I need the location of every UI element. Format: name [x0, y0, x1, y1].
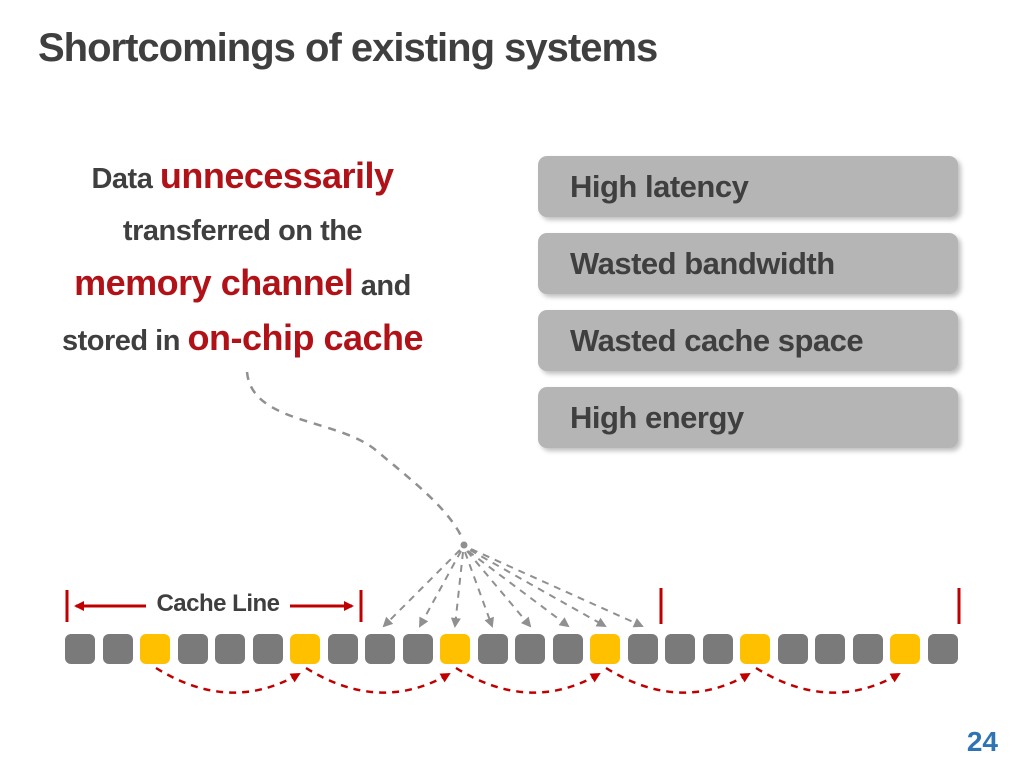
- memory-block: [815, 634, 845, 664]
- page-number: 24: [966, 726, 998, 757]
- memory-block: [552, 634, 583, 664]
- message-line-3: memory channel and: [20, 257, 465, 312]
- message-text: Data: [91, 163, 160, 195]
- message-emphasis: memory channel: [74, 262, 354, 303]
- memory-block: [327, 634, 358, 664]
- memory-block-requested: [890, 634, 920, 664]
- memory-block-requested: [740, 634, 770, 664]
- memory-block: [252, 634, 283, 664]
- memory-block-requested: [140, 634, 170, 664]
- shortcoming-box-wasted-cache-space: Wasted cache space: [538, 310, 958, 371]
- memory-block: [665, 634, 695, 664]
- shortcoming-box-high-energy: High energy: [538, 387, 958, 448]
- fan-origin-dot: [460, 541, 468, 549]
- message-emphasis: unnecessarily: [159, 155, 394, 196]
- message-line-1: Data unnecessarily: [20, 150, 465, 205]
- stride-arcs: [155, 666, 901, 694]
- fan-arrows: [382, 548, 644, 628]
- memory-block: [177, 634, 208, 664]
- memory-block: [777, 634, 808, 664]
- message-text: stored in: [61, 325, 188, 357]
- memory-block: [102, 634, 133, 664]
- memory-block: [402, 634, 433, 664]
- cache-line-label: Cache Line: [156, 590, 280, 617]
- slide-title: Shortcomings of existing systems: [38, 26, 658, 70]
- memory-block: [477, 634, 508, 664]
- memory-block: [852, 634, 883, 664]
- message-line-2: transferred on the: [20, 205, 465, 257]
- message-emphasis: on-chip cache: [187, 317, 424, 358]
- dashed-pointer-curve: [245, 371, 465, 541]
- memory-block: [627, 634, 658, 664]
- memory-block: [927, 634, 958, 664]
- memory-block-requested: [590, 634, 620, 664]
- memory-block: [702, 634, 733, 664]
- memory-block-requested: [290, 634, 320, 664]
- shortcoming-box-high-latency: High latency: [538, 156, 958, 217]
- message-text: transferred on the: [122, 215, 363, 247]
- message-line-4: stored in on-chip cache: [20, 312, 465, 367]
- shortcoming-box-wasted-bandwidth: Wasted bandwidth: [538, 233, 958, 294]
- memory-block: [65, 634, 95, 664]
- shortcomings-list: High latency Wasted bandwidth Wasted cac…: [538, 156, 958, 448]
- memory-block-requested: [440, 634, 470, 664]
- message-block: Data unnecessarily transferred on the me…: [20, 150, 465, 367]
- memory-block: [215, 634, 245, 664]
- memory-block: [515, 634, 545, 664]
- memory-row: [65, 634, 958, 664]
- memory-block: [365, 634, 395, 664]
- message-text: and: [353, 270, 412, 302]
